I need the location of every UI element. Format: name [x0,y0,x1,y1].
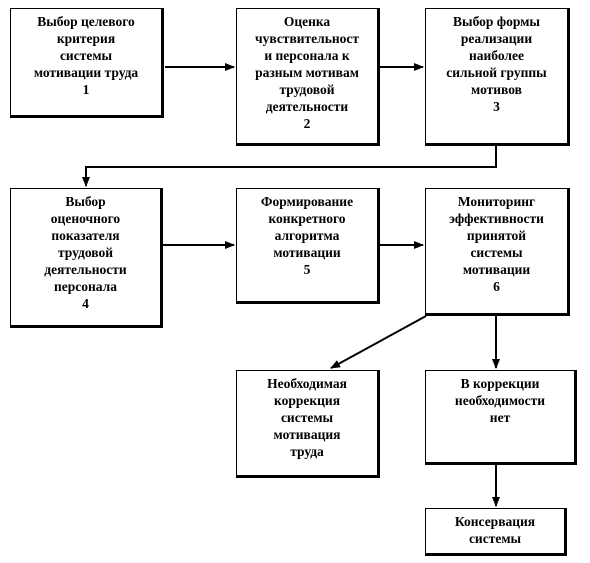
step-4-number: 4 [82,296,89,311]
step-3-line: Выбор формы [453,14,540,29]
step-4-line: показателя [51,228,120,243]
step-6-line: Мониторинг [457,194,536,209]
step-1-line: Выбор целевого [37,14,135,29]
step-5-line: алгоритма [274,228,340,243]
step-3-number: 3 [493,99,500,114]
step-2-line: разным мотивам [255,65,359,80]
correction-needed-box: Необходимая коррекция системы мотивация … [236,370,380,478]
step-5-line: мотивации [273,245,341,260]
step-1-number: 1 [82,82,90,97]
correction-needed-line: коррекция [274,393,340,408]
step-2-line: деятельности [265,99,349,114]
step-6-line: мотивации [462,262,531,277]
step-5-number: 5 [303,262,311,277]
correction-needed-line: системы [280,410,334,425]
step-2-number: 2 [303,116,311,131]
step-1-line: критерия [56,31,116,46]
step-1-line: мотивации труда [33,65,139,80]
correction-needed-line: мотивация [273,427,341,442]
step-5-line: конкретного [268,211,346,226]
step-6-line: эффективности [449,211,544,226]
correction-needed-line: Необходимая [267,376,347,391]
step-4-line: трудовой [58,245,113,260]
correction-needed-line: труда [290,444,324,459]
step-6-line: принятой [466,228,527,243]
conservation-box: Консервация системы [425,508,567,556]
step-3-line: реализации [460,31,533,46]
step-3-line: наиболее [468,48,524,63]
step-3-line: сильной группы [446,65,547,80]
arrow-3-to-4 [82,146,497,187]
step-6-box: Мониторинг эффективности принятой систем… [425,188,570,316]
step-4-box: Выбор оценочного показателя трудовой дея… [10,188,163,328]
step-3-box: Выбор формы реализации наиболее сильной … [425,8,570,146]
step-2-line: и персонала к [264,48,350,63]
no-correction-line: В коррекции [460,376,540,391]
arrow-6-to-7 [330,315,427,369]
step-4-line: оценочного [50,211,121,226]
no-correction-line: необходимости [454,393,546,408]
conservation-line: системы [468,531,522,546]
step-2-line: чувствительност [255,31,359,46]
step-6-line: системы [470,245,523,260]
step-2-line: Оценка [283,14,331,29]
step-4-line: персонала [54,279,117,294]
step-1-line: системы [59,48,113,63]
step-4-line: деятельности [44,262,127,277]
step-2-box: Оценка чувствительност и персонала к раз… [236,8,380,146]
no-correction-box: В коррекции необходимости нет [425,370,577,465]
conservation-line: Консервация [454,514,536,529]
step-1-box: Выбор целевого критерия системы мотиваци… [10,8,164,118]
step-3-line: мотивов [471,82,522,97]
no-correction-line: нет [489,410,511,425]
step-5-box: Формирование конкретного алгоритма мотив… [236,188,380,304]
step-6-number: 6 [493,279,500,294]
step-4-line: Выбор [65,194,106,209]
step-5-line: Формирование [260,194,354,209]
step-2-line: трудовой [279,82,335,97]
